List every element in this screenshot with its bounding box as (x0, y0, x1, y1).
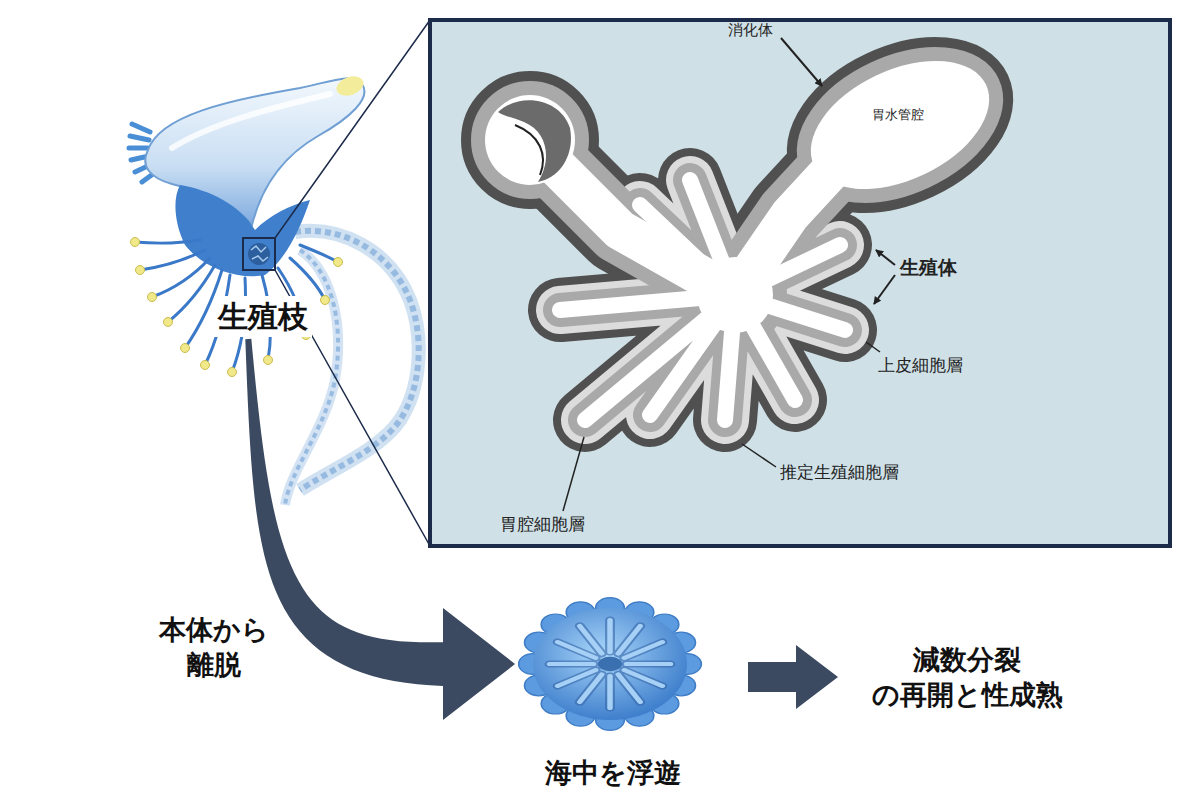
tentacle-tip (321, 296, 330, 305)
tentacle-tip (164, 318, 173, 327)
structure-label: 生殖枝 (214, 296, 312, 337)
part-label: 消化体 (728, 21, 773, 40)
gonodendron (248, 243, 270, 265)
flow-arrow (748, 645, 838, 709)
pointer-arrow (874, 275, 895, 304)
outcome-box: 減数分裂 の再開と性成熟 (852, 642, 1082, 712)
gonodendron-detail (251, 246, 268, 261)
zoom-box (243, 238, 275, 270)
blob-body (533, 608, 687, 720)
long-tentacle (285, 250, 338, 505)
gastrovascular-cavity (560, 180, 845, 420)
layer-label: 上皮細胞層 (878, 355, 963, 376)
blob-tubes-outline (550, 620, 671, 708)
blob-ruffles (519, 598, 702, 731)
tentacles (135, 240, 338, 372)
blob-center (598, 657, 622, 671)
lobe-fold-line (515, 125, 543, 175)
float-tip (334, 73, 366, 99)
man-of-war (129, 20, 430, 546)
node-text: 減数分裂 の再開と性成熟 (852, 642, 1082, 712)
tentacle-tip (131, 238, 140, 247)
node-text: 海中を浮遊 (545, 755, 681, 790)
zoom-lines (275, 20, 430, 546)
cavity-label: 胃水管腔 (872, 107, 924, 123)
node-text: 生殖枝 (218, 297, 308, 336)
leader-line (866, 342, 880, 352)
flow-arrow (245, 339, 515, 720)
leader-line (563, 437, 584, 511)
layer-label: 胃腔細胞層 (500, 514, 585, 535)
pointer-arrow (781, 38, 822, 86)
layer-label: 推定生殖細胞層 (780, 462, 899, 483)
gastrovascular-cavity (540, 150, 850, 295)
tentacle-tips (131, 238, 343, 377)
tentacle-tip (136, 266, 145, 275)
tentacle-tip (264, 356, 273, 365)
float-highlight (172, 94, 330, 148)
inset-border (430, 20, 1170, 546)
tentacle-tip (148, 293, 157, 302)
lobe-fold (498, 100, 571, 182)
colony-body (175, 185, 310, 276)
tentacle-tip (228, 368, 237, 377)
inset-panel (430, 20, 1170, 546)
leader-line (742, 444, 776, 467)
tentacle-tip (334, 258, 343, 267)
tentacle-tip (201, 361, 210, 370)
floating-stage: 海中を浮遊 (515, 590, 710, 790)
floating-gonodendron (519, 598, 702, 731)
tentacle-tip (181, 344, 190, 353)
part-label: 生殖体 (900, 256, 957, 280)
tentacle-coil (285, 250, 338, 505)
blob-tubes (550, 620, 671, 708)
pointer-arrow (876, 250, 895, 265)
edge-label: 本体から 離脱 (152, 612, 276, 682)
gonodendron-section (485, 35, 1009, 420)
